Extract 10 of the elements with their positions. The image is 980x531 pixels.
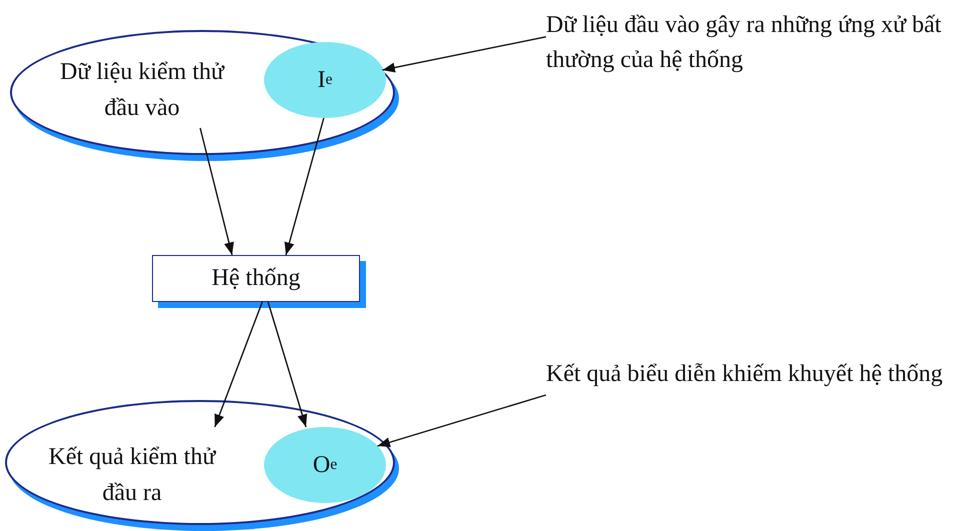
arrow xyxy=(284,118,324,256)
arrow xyxy=(200,128,234,256)
annotation-text: Dữ liệu đầu vào gây ra những ứng xử bất thường của hệ thống xyxy=(546,8,946,88)
arrow xyxy=(267,302,308,428)
arrow xyxy=(377,394,546,448)
ellipse-label: Kết quả kiểm thử đầu ra xyxy=(48,443,218,508)
annotation-text: Kết quả biểu diễn khiếm khuyết hệ thống xyxy=(546,357,971,437)
ellipse-label: Dữ liệu kiểm thử đầu vào xyxy=(59,58,226,123)
arrow xyxy=(214,302,263,428)
arrow xyxy=(382,36,546,73)
